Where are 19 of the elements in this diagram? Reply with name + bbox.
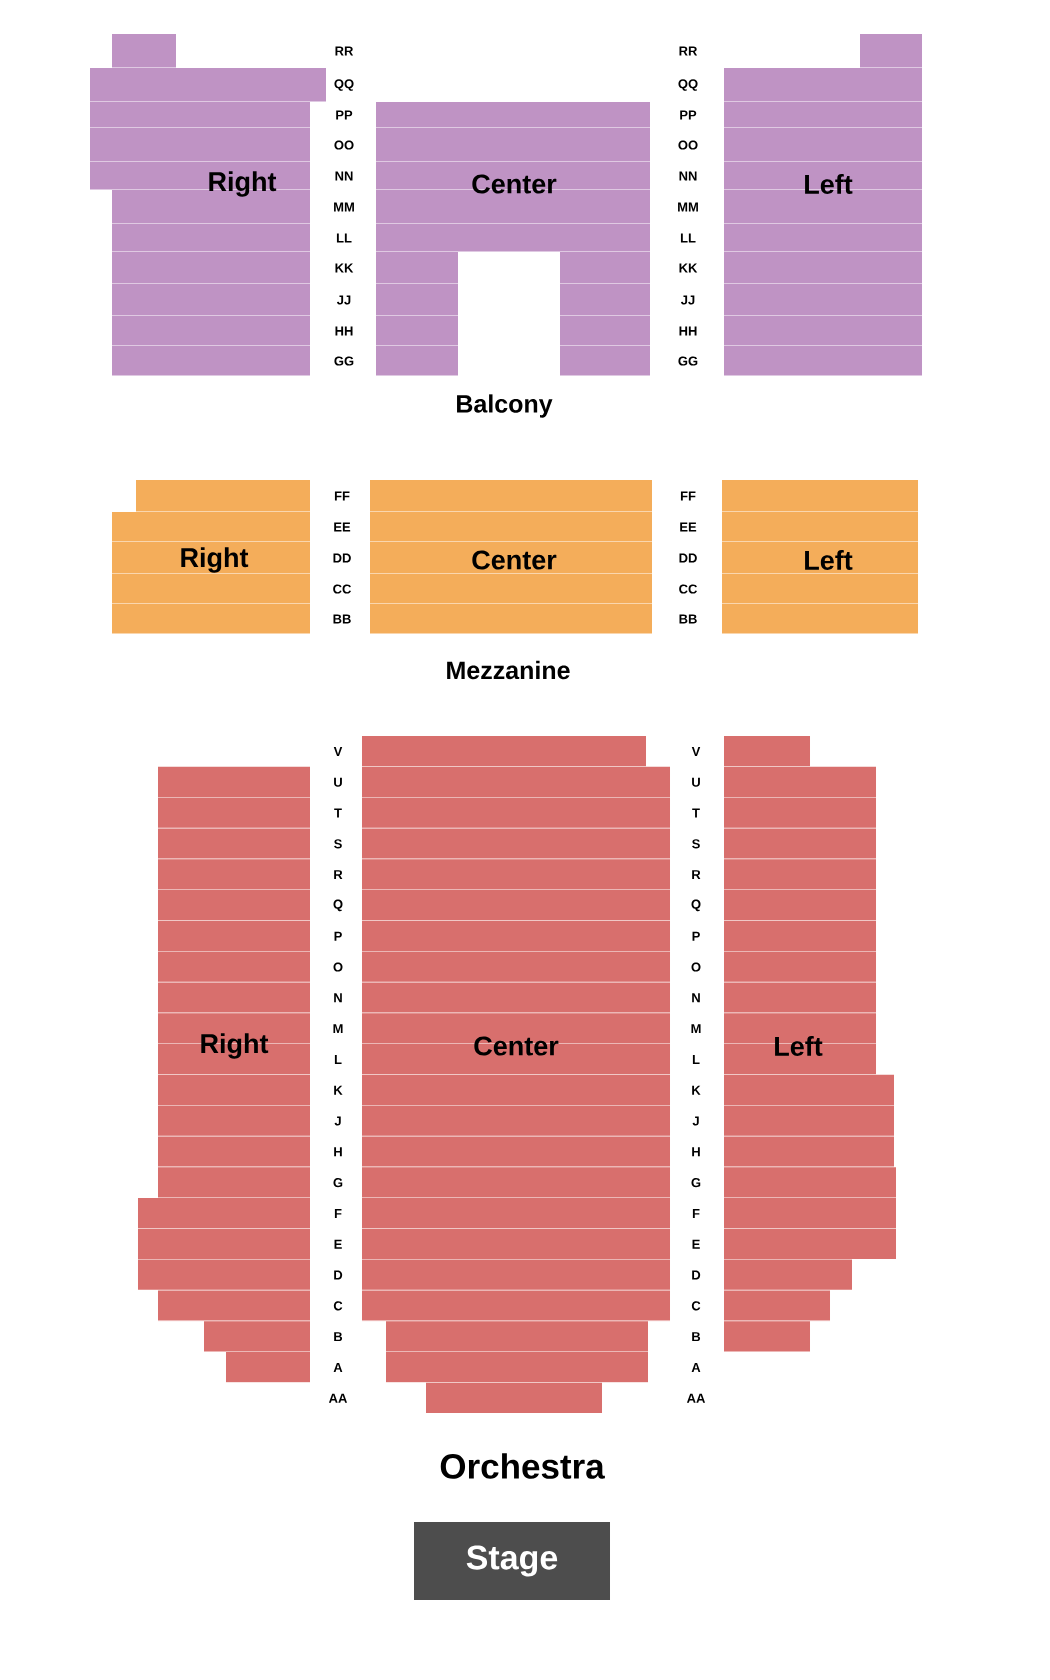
seating-section: Right: [111, 480, 311, 635]
seating-section: Left: [721, 480, 919, 635]
node-label: Center: [474, 1036, 559, 1056]
seating-section: Left: [723, 736, 897, 1353]
seating-section: Center: [369, 480, 653, 635]
node-label: Left: [775, 1036, 823, 1056]
seating-section: Right: [137, 766, 311, 1384]
level-name: Orchestra: [440, 1453, 605, 1479]
node-label: Right: [201, 1033, 269, 1059]
seating-section: Center: [361, 736, 671, 1415]
level-name: Balcony: [457, 394, 553, 418]
node-label: Right: [209, 171, 277, 197]
level-name: Mezzanine: [447, 660, 570, 680]
stage-box: Stage: [414, 1522, 610, 1600]
node-label: Left: [805, 174, 853, 194]
seating-section: Right: [89, 34, 327, 377]
node-label: Center: [472, 174, 557, 194]
seating-section: Center: [375, 102, 651, 377]
seating-section: Left: [723, 34, 923, 377]
